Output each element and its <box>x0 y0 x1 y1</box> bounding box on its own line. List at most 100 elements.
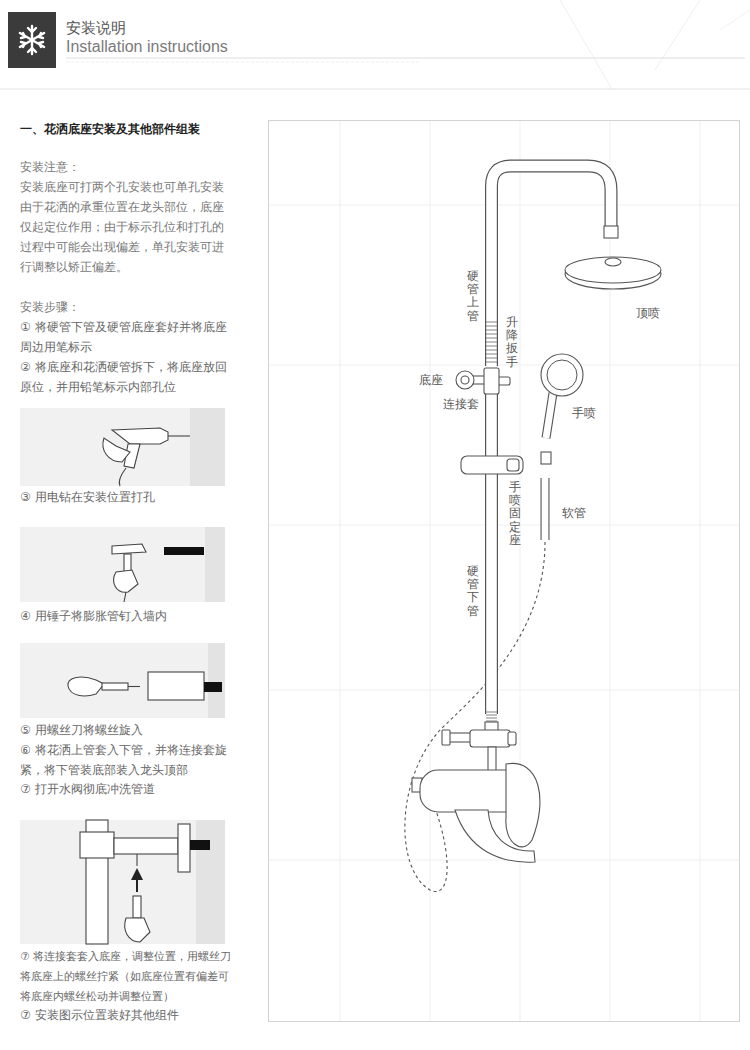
wall-base <box>456 371 474 389</box>
header-band <box>655 0 700 70</box>
drill-photo <box>112 428 168 444</box>
hose <box>541 478 550 540</box>
mount-photo <box>133 896 141 918</box>
screwdriver-photo <box>208 643 225 718</box>
snowflake-icon <box>28 28 36 32</box>
hammer-photo <box>112 544 146 554</box>
diagram-panel <box>520 121 521 1021</box>
top-shower-head <box>565 226 661 289</box>
lower-pipe <box>486 394 497 721</box>
screwdriver-photo <box>102 683 128 690</box>
header-band <box>0 0 750 89</box>
faucet <box>488 747 496 771</box>
snowflake-icon <box>28 48 36 52</box>
hand-shower <box>546 393 553 438</box>
section-heading: 一、花洒底座安装及其他部件组装 <box>20 119 250 139</box>
step-text: ① 将硬管下管及硬管底座套好并将底座周边用笔标示 <box>20 317 232 357</box>
steps-heading: 安装步骤： <box>20 297 232 317</box>
faucet <box>442 730 450 745</box>
mount-photo <box>125 918 150 942</box>
connection-sleeve <box>484 368 499 394</box>
drill-photo <box>190 408 225 486</box>
hammer-photo <box>112 544 146 602</box>
drill-photo <box>103 438 130 462</box>
header-band <box>720 10 750 30</box>
faucet <box>506 763 540 846</box>
screwdriver-photo <box>128 686 140 687</box>
part-label: 手喷 <box>572 405 606 421</box>
mount-photo <box>136 854 137 866</box>
screwdriver-photo <box>68 672 204 700</box>
upper-pipe <box>486 330 497 331</box>
hose-dashed <box>405 542 545 892</box>
part-label: 顶喷 <box>636 305 670 321</box>
drill-photo <box>20 408 225 486</box>
snowflake-icon <box>20 33 44 47</box>
step-text: ④ 用锤子将膨胀管钉入墙内 <box>20 606 232 626</box>
screwdriver-photo <box>68 677 104 696</box>
wall-base <box>456 371 485 389</box>
step-text: ⑦ 将连接套套入底座，调整位置，用螺丝刀将底座上的螺丝拧紧（如底座位置有偏差可将… <box>20 947 232 1007</box>
drill-photo <box>103 428 190 486</box>
snowflake-icon <box>20 33 44 47</box>
diagram-panel <box>269 205 739 206</box>
diagram-panel <box>269 860 739 861</box>
upper-pipe <box>486 322 497 362</box>
snowflake-icon <box>39 42 43 47</box>
mount-photo <box>136 880 138 892</box>
upper-pipe <box>486 326 497 327</box>
hand-shower <box>541 452 551 464</box>
connection-sleeve <box>484 368 510 394</box>
step-text: ⑦ 安装图示位置装好其他组件 <box>20 1005 232 1025</box>
diagram-panel <box>269 121 740 1022</box>
header-band <box>0 89 750 90</box>
mount-photo <box>125 896 150 942</box>
note-heading: 安装注意： <box>20 157 232 177</box>
connection-sleeve <box>498 377 510 385</box>
screwdriver-photo <box>20 643 225 718</box>
part-label: 软管 <box>562 505 596 521</box>
hammer-photo <box>114 570 138 592</box>
snowflake-icon <box>8 12 56 68</box>
upper-pipe <box>486 342 497 343</box>
upper-pipe <box>486 362 497 363</box>
top-shower-head <box>565 257 661 283</box>
hose-dashed <box>405 542 545 892</box>
snowflake-icon <box>8 12 56 68</box>
step-text: ⑤ 用螺丝刀将螺丝旋入 <box>20 720 232 740</box>
hammer-photo <box>164 547 204 555</box>
diagram-panel <box>430 121 431 1021</box>
part-label: 升降扳手 <box>506 316 518 369</box>
step-text: ⑥ 将花洒上管套入下管，并将连接套旋紧，将下管装底部装入龙头顶部 <box>20 740 232 780</box>
part-label: 硬管上管 <box>467 270 479 323</box>
mount-photo <box>178 824 190 872</box>
faucet <box>448 733 472 742</box>
part-label: 手喷固定座 <box>509 481 521 547</box>
header-band <box>0 0 750 89</box>
hand-shower-holder <box>461 456 523 474</box>
screwdriver-photo <box>204 682 222 692</box>
upper-pipe <box>486 346 497 347</box>
hammer-photo <box>20 527 225 602</box>
upper-pipe <box>486 358 497 359</box>
step-text: ③ 用电钻在安装位置打孔 <box>20 487 232 507</box>
mount-photo <box>190 840 210 850</box>
mount-photo <box>20 820 225 944</box>
mount-photo <box>114 838 178 854</box>
diagram-panel <box>269 525 739 526</box>
wall-base <box>461 376 469 384</box>
step-text: ② 将底座和花洒硬管拆下，将底座放回原位，并用铅笔标示内部孔位 <box>20 357 232 397</box>
part-label: 连接套 <box>443 396 483 412</box>
screwdriver-photo <box>148 672 204 700</box>
part-label: 底座 <box>419 372 453 388</box>
diagram-panel <box>269 121 740 1022</box>
diagram-panel <box>269 365 739 366</box>
snowflake-icon <box>20 26 44 54</box>
lower-pipe <box>486 721 497 722</box>
diagram-panel <box>610 121 611 1021</box>
header-band <box>560 0 612 89</box>
faucet <box>508 732 516 745</box>
mount-photo <box>131 868 143 880</box>
upper-pipe <box>486 338 497 339</box>
lower-pipe <box>485 394 498 714</box>
